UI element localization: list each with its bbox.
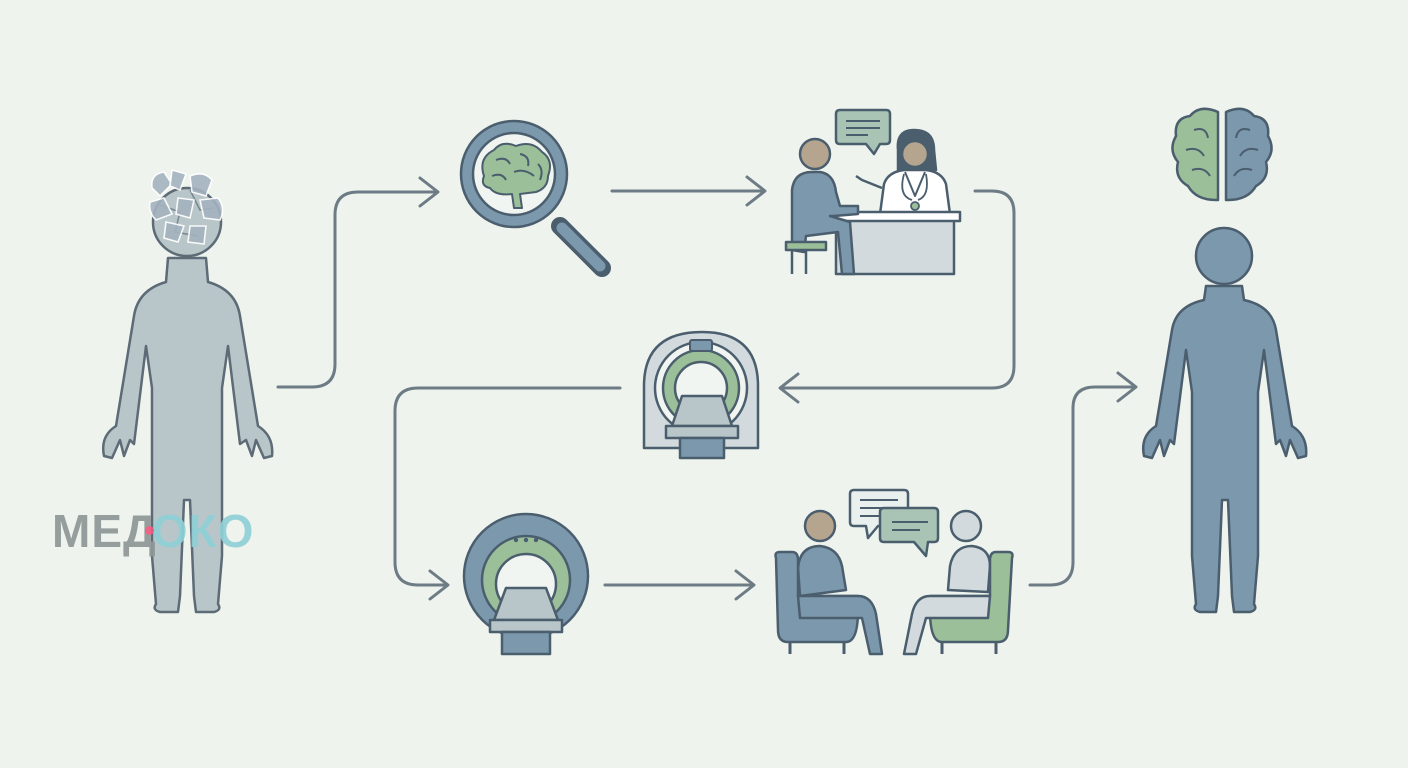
right-person-in-armchair [902, 509, 1014, 656]
patient-figure [784, 137, 860, 276]
mri-scanner-icon [462, 512, 590, 656]
brain-icon [481, 142, 551, 209]
arrow-consultation-to-scan1 [778, 189, 1016, 404]
arrow-diagnosis-to-consultation [610, 175, 767, 207]
watermark-logo: МЕДОКО [52, 508, 254, 554]
magnifier-brain-icon [459, 119, 611, 277]
arrow-scan2-to-therapy [603, 569, 756, 601]
brain-icon [1171, 107, 1273, 202]
chat-bubble-icon [834, 108, 892, 156]
doctor-figure [855, 128, 952, 216]
connector-arrows [276, 175, 1138, 601]
therapy-session-icon [774, 488, 1014, 656]
watermark-text-part-b: ОКО [151, 505, 255, 557]
arrow-scan1-to-scan2 [393, 386, 622, 601]
arrow-therapy-to-patient-after [1028, 371, 1138, 587]
healthy-person-with-brain-icon [1142, 107, 1308, 614]
doctor-consultation-icon [784, 108, 962, 276]
arrow-patient-to-diagnosis [276, 176, 440, 389]
brain-fragments [148, 168, 224, 245]
left-person-in-armchair [774, 509, 884, 656]
watermark-dot-icon [144, 526, 154, 536]
faded-person-with-fragmented-brain-icon [102, 168, 274, 614]
watermark-text-part-a: МЕД [52, 505, 157, 557]
ct-scanner-icon [642, 330, 760, 460]
chat-bubbles-icon [848, 488, 940, 558]
